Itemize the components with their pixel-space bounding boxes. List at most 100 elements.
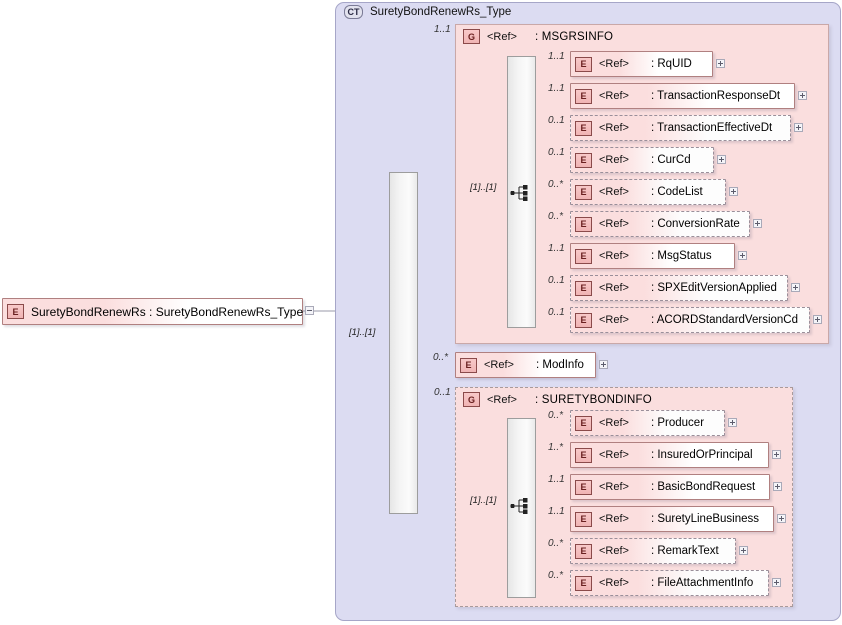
element-badge-icon: E [575,88,592,104]
cardinality-ConversionRate: 0..* [548,211,564,222]
element-badge-icon: E [460,357,477,373]
cardinality-Producer: 0..* [548,410,564,421]
cardinality-BasicBondRequest: 1..1 [548,474,565,485]
element-ref-label: <Ref> [599,513,629,525]
group-badge-icon: G [463,29,480,44]
element-name-label: : TransactionEffectiveDt [650,122,773,134]
element-row-TransactionEffectiveDt[interactable]: E <Ref> : TransactionEffectiveDt [570,115,791,141]
collapse-toggle-root[interactable] [305,306,314,315]
cardinality-CurCd: 0..1 [548,147,565,158]
element-badge-icon: E [7,304,24,319]
sequence-compositor-icon-MSGRSINFO [510,184,532,202]
cardinality-InsuredOrPrincipal: 1..* [548,442,564,453]
cardinality-FileAttachmentInfo: 0..* [548,570,564,581]
sequence-cardinality-SURETYBONDINFO: [1]..[1] [470,495,497,506]
element-name-label: : ModInfo [535,359,584,371]
element-name-label: : Producer [650,417,705,429]
element-name-label: : ConversionRate [650,218,740,230]
element-badge-icon: E [575,447,592,463]
sequence-cardinality-root: [1]..[1] [349,327,376,338]
complextype-badge-icon: CT [344,5,363,19]
element-name-label: : BasicBondRequest [650,481,756,493]
model-group-bar-root [389,172,418,514]
element-row-MsgStatus[interactable]: E <Ref> : MsgStatus [570,243,735,269]
element-row-SPXEditVersionApplied[interactable]: E <Ref> : SPXEditVersionApplied [570,275,788,301]
element-ref-label: <Ref> [599,481,629,493]
element-name-label: : SuretyLineBusiness [650,513,760,525]
expand-toggle-RemarkText[interactable] [739,546,748,555]
group-header-SURETYBONDINFO[interactable]: G <Ref> : SURETYBONDINFO [463,392,652,407]
element-name-label: : SPXEditVersionApplied [650,282,777,294]
group-name-label: : SURETYBONDINFO [534,393,652,406]
expand-toggle-CodeList[interactable] [729,187,738,196]
cardinality-SPXEditVersionApplied: 0..1 [548,275,565,286]
element-ref-label: <Ref> [599,314,629,326]
expand-toggle-InsuredOrPrincipal[interactable] [772,450,781,459]
element-name-label: : RemarkText [650,545,719,557]
element-row-FileAttachmentInfo[interactable]: E <Ref> : FileAttachmentInfo [570,570,769,596]
element-ref-label: <Ref> [599,282,629,294]
complex-type-title: SuretyBondRenewRs_Type [370,6,512,18]
root-element-SuretyBondRenewRs[interactable]: E SuretyBondRenewRs : SuretyBondRenewRs_… [2,298,303,325]
element-row-CodeList[interactable]: E <Ref> : CodeList [570,179,726,205]
element-name-label: : FileAttachmentInfo [650,577,754,589]
element-ref-label: <Ref> [599,577,629,589]
expand-toggle-SuretyLineBusiness[interactable] [777,514,786,523]
element-row-ACORDStandardVersionCd[interactable]: E <Ref> : ACORDStandardVersionCd [570,307,810,333]
cardinality-RemarkText: 0..* [548,538,564,549]
element-row-TransactionResponseDt[interactable]: E <Ref> : TransactionResponseDt [570,83,795,109]
element-name-label: : ACORDStandardVersionCd [650,314,798,326]
expand-toggle-FileAttachmentInfo[interactable] [772,578,781,587]
expand-toggle-Producer[interactable] [728,418,737,427]
element-row-ModInfo[interactable]: E <Ref> : ModInfo [455,352,596,378]
element-name-label: : MsgStatus [650,250,712,262]
cardinality-TransactionEffectiveDt: 0..1 [548,115,565,126]
group-header-MSGRSINFO[interactable]: G <Ref> : MSGRSINFO [463,29,613,44]
element-row-RemarkText[interactable]: E <Ref> : RemarkText [570,538,736,564]
sequence-compositor-icon-SURETYBONDINFO [510,497,532,515]
element-row-CurCd[interactable]: E <Ref> : CurCd [570,147,714,173]
element-ref-label: <Ref> [599,449,629,461]
element-row-RqUID[interactable]: E <Ref> : RqUID [570,51,713,77]
element-ref-label: <Ref> [599,218,629,230]
group-ref-label: <Ref> [487,30,517,43]
expand-toggle-TransactionResponseDt[interactable] [798,91,807,100]
group-badge-icon: G [463,392,480,407]
element-badge-icon: E [575,56,592,72]
element-name-label: : InsuredOrPrincipal [650,449,753,461]
element-ref-label: <Ref> [599,417,629,429]
root-element-label: SuretyBondRenewRs : SuretyBondRenewRs_Ty… [31,304,304,319]
element-ref-label: <Ref> [599,186,629,198]
element-badge-icon: E [575,543,592,559]
element-name-label: : RqUID [650,58,692,70]
expand-toggle-TransactionEffectiveDt[interactable] [794,123,803,132]
expand-toggle-RqUID[interactable] [716,59,725,68]
cardinality-CodeList: 0..* [548,179,564,190]
element-ref-label: <Ref> [599,545,629,557]
element-row-ConversionRate[interactable]: E <Ref> : ConversionRate [570,211,750,237]
expand-toggle-ACORDStandardVersionCd[interactable] [813,315,822,324]
cardinality-TransactionResponseDt: 1..1 [548,83,565,94]
group-name-label: : MSGRSINFO [534,30,614,43]
element-row-Producer[interactable]: E <Ref> : Producer [570,410,725,436]
expand-toggle-SPXEditVersionApplied[interactable] [791,283,800,292]
cardinality-ModInfo: 0..* [433,352,449,363]
element-badge-icon: E [575,248,592,264]
element-badge-icon: E [575,280,592,296]
expand-toggle-MsgStatus[interactable] [738,251,747,260]
element-name-label: : CurCd [650,154,691,166]
element-badge-icon: E [575,415,592,431]
cardinality-SuretyLineBusiness: 1..1 [548,506,565,517]
element-row-InsuredOrPrincipal[interactable]: E <Ref> : InsuredOrPrincipal [570,442,769,468]
element-row-BasicBondRequest[interactable]: E <Ref> : BasicBondRequest [570,474,770,500]
expand-toggle-ModInfo[interactable] [599,360,608,369]
cardinality-ACORDStandardVersionCd: 0..1 [548,307,565,318]
element-badge-icon: E [575,184,592,200]
element-row-SuretyLineBusiness[interactable]: E <Ref> : SuretyLineBusiness [570,506,774,532]
expand-toggle-BasicBondRequest[interactable] [773,482,782,491]
expand-toggle-ConversionRate[interactable] [753,219,762,228]
element-name-label: : CodeList [650,186,703,198]
cardinality-MsgStatus: 1..1 [548,243,565,254]
expand-toggle-CurCd[interactable] [717,155,726,164]
